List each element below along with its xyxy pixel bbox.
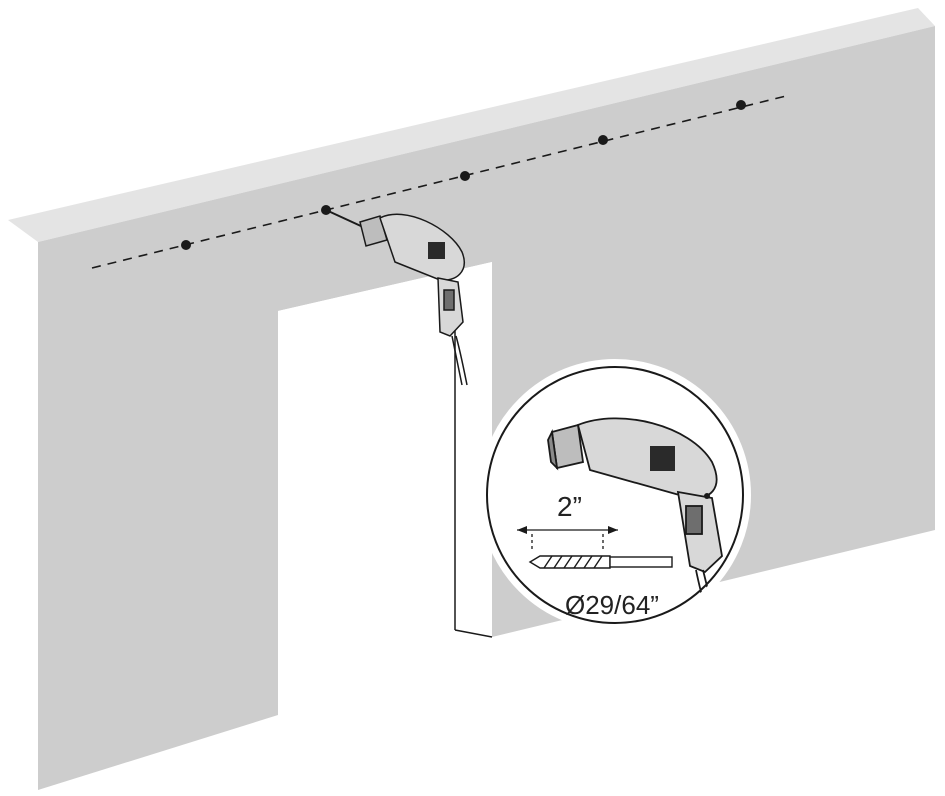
wall-front-face bbox=[38, 26, 935, 790]
wall bbox=[8, 8, 935, 790]
wall-top-edge bbox=[8, 8, 935, 242]
depth-label: 2” bbox=[557, 491, 582, 522]
drill-detail-icon bbox=[547, 417, 723, 625]
depth-dimension bbox=[517, 526, 618, 552]
drill-mark-line bbox=[91, 94, 791, 269]
drill-hole-mark bbox=[736, 100, 746, 110]
door-opening bbox=[278, 262, 492, 637]
drill-hole-mark bbox=[598, 135, 608, 145]
drill-bit-icon bbox=[528, 555, 673, 569]
drill-hole-mark bbox=[460, 171, 470, 181]
drill-hole-mark bbox=[181, 240, 191, 250]
detail-zoom-circle: 2” Ø29/64” bbox=[479, 359, 751, 631]
drill-icon bbox=[325, 209, 468, 386]
diameter-label: Ø29/64” bbox=[565, 590, 659, 620]
